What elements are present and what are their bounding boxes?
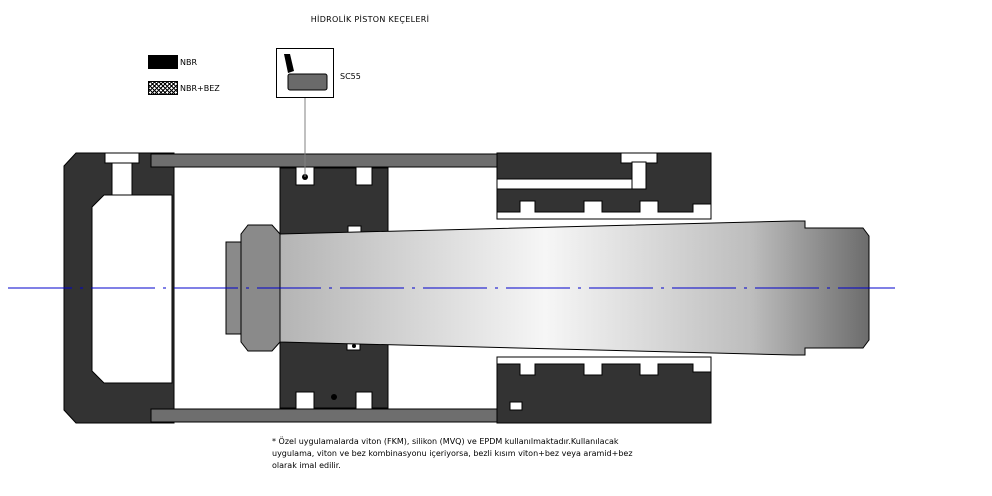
piston-oring-dot [352, 344, 356, 348]
legend-label-nbr-bez: NBR+BEZ [180, 83, 220, 93]
piston-top [279, 167, 389, 235]
piston-bottom-seal-dot [331, 394, 337, 400]
seal-code-label: SC55 [340, 72, 361, 81]
footnote-line-3: olarak imal edilir. [272, 461, 341, 470]
seal-profile-box [276, 48, 334, 98]
page-title: HİDROLİK PİSTON KEÇELERİ [310, 15, 430, 24]
legend-swatch-nbr-bez [148, 81, 178, 95]
gland-port [631, 161, 647, 190]
gland-top-channel [496, 178, 636, 190]
footnote-line-1: * Özel uygulamalarda viton (FKM), siliko… [272, 437, 619, 446]
piston-bottom [279, 341, 389, 409]
legend-item-nbr-bez: NBR+BEZ [148, 81, 220, 95]
barrel-top [150, 153, 551, 168]
piston-rod [279, 220, 870, 356]
gland-top-grooves [496, 200, 712, 220]
gland-bottom-vent [509, 401, 523, 411]
end-cap-bore [91, 194, 173, 384]
footnote: * Özel uygulamalarda viton (FKM), siliko… [272, 436, 672, 472]
barrel-bottom [150, 408, 551, 423]
footnote-line-2: uygulama, viton ve bez kombinasyonu içer… [272, 449, 633, 458]
legend-label-nbr: NBR [180, 57, 198, 67]
seal-profile-icon [284, 54, 328, 91]
legend-item-nbr: NBR [148, 55, 197, 69]
end-cap-port [111, 159, 133, 196]
legend-swatch-nbr [148, 55, 178, 69]
end-cap-port-fitting [104, 152, 140, 164]
gland-bottom-grooves [496, 356, 712, 376]
